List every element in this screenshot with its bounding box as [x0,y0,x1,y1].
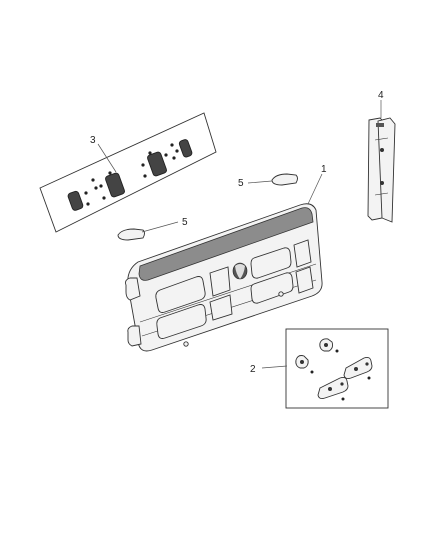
kit-handle-1 [343,356,373,380]
frame-foot-1 [183,341,189,347]
frame-top-rail [138,207,314,281]
frame-window-7 [293,239,312,268]
part-2-hardware-kit: 2 [250,328,389,409]
ram-emblem-icon [232,262,248,280]
leader-line-1 [307,173,323,205]
callout-5-upper: 5 [238,178,244,189]
callout-4: 4 [378,90,384,101]
part-5-pad-upper: 5 [238,173,298,189]
leader-line-5-upper [247,180,273,184]
callout-3: 3 [90,135,96,146]
part-3-group-frame [39,112,217,233]
frame-window-3 [209,266,231,297]
leader-line-5-lower [141,221,179,233]
part-3-tiedown-panel-group: 3 [39,112,217,233]
frame-window-1 [155,276,206,313]
kit-handle-2 [317,376,349,401]
frame-window-4 [209,294,233,321]
callout-5-lower: 5 [182,217,188,228]
callout-1: 1 [321,164,327,175]
part-1-divider-frame: 1 [125,164,327,352]
post-bracket-slot-top [376,123,384,127]
frame-window-8 [295,266,314,294]
frame-window-6 [250,272,294,304]
frame-foot-2 [278,291,284,297]
pad-upper [271,173,298,186]
pad-lower [117,228,145,241]
part-5-pad-lower: 5 [117,217,188,241]
callout-2: 2 [250,364,256,375]
post-bracket-side [377,117,396,223]
frame-left-cap-upper [125,277,141,301]
tiedown-plate-center-right [147,151,167,177]
tiedown-plate-center-left [105,172,125,198]
frame-left-cap-lower [127,325,142,347]
post-bracket-hole-upper [380,148,384,152]
part-2-kit-box [285,328,389,409]
frame-window-2 [156,304,207,339]
leader-line-2 [261,365,288,369]
kit-latch-1 [319,338,339,353]
tiedown-plate-right [178,139,193,158]
post-bracket-hole-lower [380,181,384,185]
kit-latch-2 [295,355,314,374]
part-4-post-bracket: 4 [367,90,396,223]
tiedown-screws [84,143,179,206]
tiedown-plate-left [67,190,84,211]
frame-window-5 [250,247,292,279]
leader-line-3 [97,143,117,173]
